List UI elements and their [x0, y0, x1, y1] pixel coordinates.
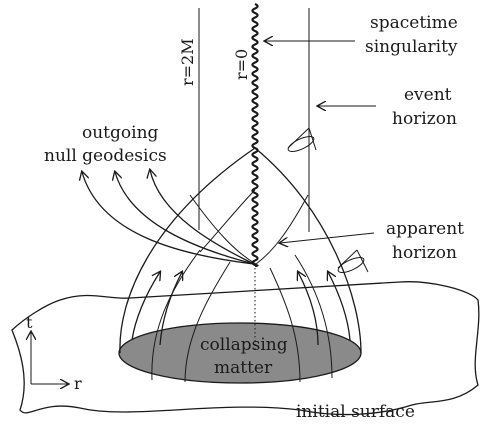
outgoing-label-line2: null geodesics — [44, 146, 167, 166]
singularity-wiggle — [251, 2, 259, 268]
event-horizon-label-line1: event — [404, 85, 452, 105]
singularity-label-line1: spacetime — [370, 13, 458, 33]
r-0-label: r=0 — [232, 49, 251, 80]
infall-arrow — [159, 272, 182, 346]
infall-arrow — [131, 272, 160, 341]
axis-r-label: r — [74, 374, 82, 393]
matter-worldline — [269, 267, 301, 383]
infall-arrow — [298, 272, 319, 346]
axis-t-label: t — [26, 313, 33, 332]
light-cone-apparent-horizon — [337, 249, 369, 273]
apparent-label-line2: horizon — [392, 243, 457, 263]
collapsing-label-line2: matter — [214, 358, 273, 378]
apparent-horizon-pointer-arrow — [280, 232, 375, 243]
collapsing-label-line1: collapsing — [200, 335, 288, 355]
matter-worldline — [294, 254, 333, 379]
null-geodesic — [115, 172, 255, 265]
matter-worldline — [184, 261, 231, 383]
initial-surface-sheet — [11, 281, 480, 416]
initial-surface-label: initial surface — [296, 402, 415, 422]
apparent-label-line1: apparent — [386, 219, 464, 239]
light-cone-event-horizon — [287, 127, 317, 152]
outgoing-label-line1: outgoing — [82, 123, 159, 143]
collapse-cone-right — [254, 147, 362, 354]
event-horizon-label-line2: horizon — [392, 109, 457, 129]
apparent-horizon-cone-left — [199, 189, 256, 253]
null-geodesic — [150, 170, 255, 265]
apparent-horizon-inner-left — [189, 194, 257, 265]
collapse-cone-left — [119, 147, 256, 354]
singularity-label-line2: singularity — [365, 37, 458, 57]
infall-arrow — [328, 272, 351, 341]
matter-worldline — [151, 249, 201, 381]
axes-indicator: t r — [26, 313, 82, 393]
null-geodesic — [82, 172, 255, 265]
r-2m-label: r=2M — [178, 38, 197, 86]
apparent-horizon-inner-right — [255, 194, 309, 265]
